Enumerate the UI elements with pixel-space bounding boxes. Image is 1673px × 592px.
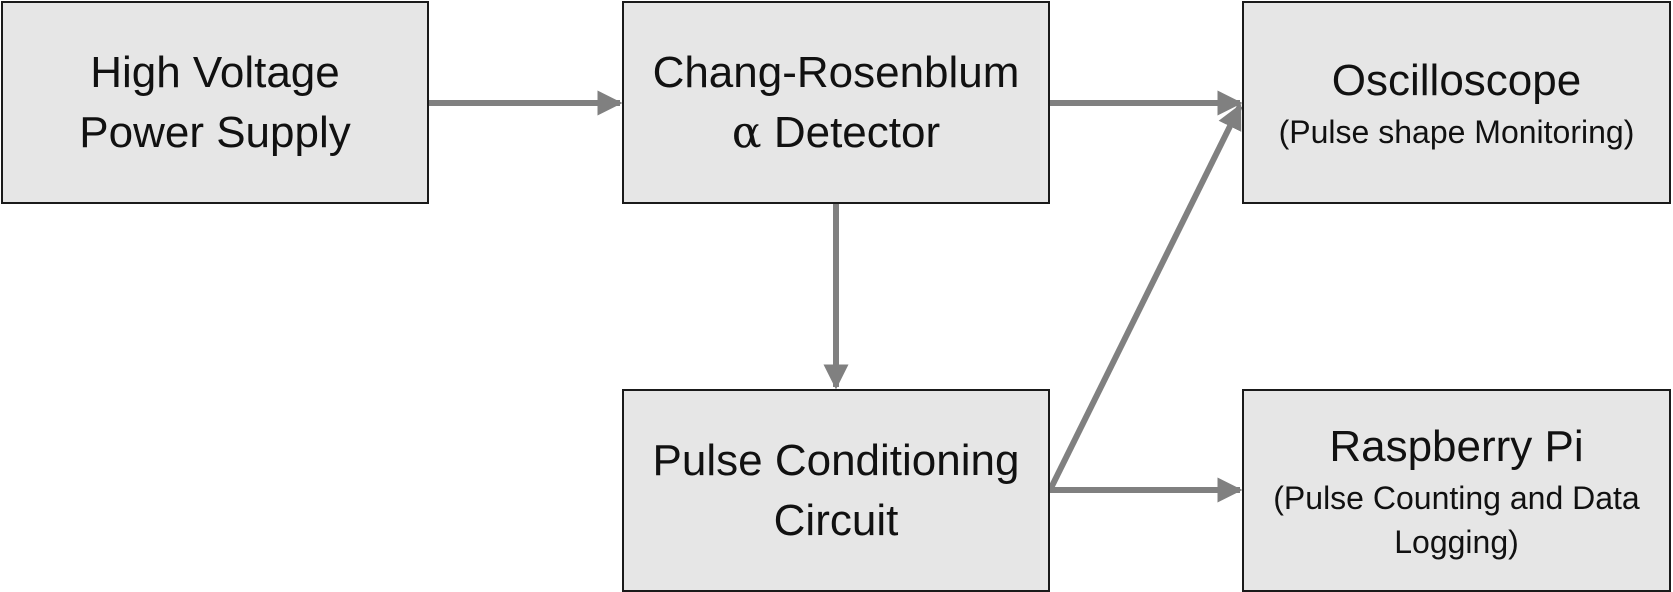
power-supply-label-line-2: Power Supply xyxy=(79,107,351,157)
detector-box: Chang-Rosenblum α Detector xyxy=(622,1,1050,204)
alpha-symbol: α xyxy=(731,106,762,158)
oscilloscope-subtitle: (Pulse shape Monitoring) xyxy=(1278,113,1635,150)
detector-label-line-1: Chang-Rosenblum xyxy=(652,47,1020,97)
raspberry-pi-box: Raspberry Pi (Pulse Counting and Data Lo… xyxy=(1242,389,1671,592)
conditioning-label: Pulse Conditioning Circuit xyxy=(653,431,1020,551)
arrow-conditioning-to-oscilloscope xyxy=(1047,103,1243,492)
raspberry-pi-subtitle: (Pulse Counting and Data Logging) xyxy=(1273,476,1639,564)
conditioning-label-line-1: Pulse Conditioning xyxy=(652,435,1020,485)
conditioning-label-line-2: Circuit xyxy=(773,495,899,545)
raspberry-pi-subtitle-line-2: Logging) xyxy=(1394,523,1519,560)
power-supply-box: High Voltage Power Supply xyxy=(1,1,429,204)
conditioning-circuit-box: Pulse Conditioning Circuit xyxy=(622,389,1050,592)
oscilloscope-box: Oscilloscope (Pulse shape Monitoring) xyxy=(1242,1,1671,204)
detector-label: Chang-Rosenblum α Detector xyxy=(653,43,1020,163)
detector-label-line-2: α Detector xyxy=(653,103,1020,163)
raspberry-pi-subtitle-line-1: (Pulse Counting and Data xyxy=(1273,479,1640,516)
power-supply-label-line-1: High Voltage xyxy=(90,47,340,97)
raspberry-pi-title: Raspberry Pi xyxy=(1329,421,1584,471)
power-supply-label: High Voltage Power Supply xyxy=(79,43,350,163)
oscilloscope-title: Oscilloscope xyxy=(1331,55,1582,105)
detector-label-word: Detector xyxy=(773,107,941,157)
